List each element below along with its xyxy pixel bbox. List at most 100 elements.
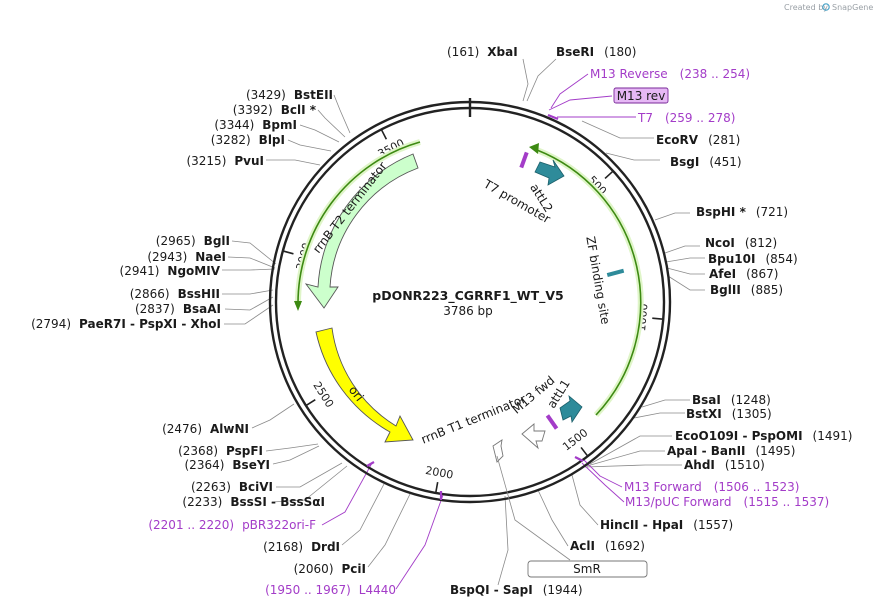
features: rrnB T2 terminator ori attL2 T7 promoter… [294, 139, 648, 578]
site-bspqi[interactable]: BspQI - SapI(1944) [450, 583, 583, 597]
site-ecorv[interactable]: EcoRV(281) [656, 133, 740, 147]
plasmid-length: 3786 bp [443, 304, 493, 318]
site-pos: (2943) [147, 250, 187, 264]
site-xbai[interactable]: (161)XbaI [447, 45, 518, 59]
site-name: NcoI [705, 236, 735, 250]
bp-tick-2000 [434, 481, 439, 494]
site-name: EcoO109I - PspOMI [675, 429, 803, 443]
site-bsphi[interactable]: BspHI * (721) [696, 205, 788, 219]
site-name: PvuI [234, 154, 264, 168]
credit-prefix: Created by [784, 3, 828, 12]
site-name: NgoMIV [167, 264, 220, 278]
site-bsai[interactable]: BsaI(1248) [692, 393, 771, 407]
primer-t7[interactable]: T7(259 .. 278) [637, 111, 735, 125]
site-ngomiv[interactable]: (2941)NgoMIV [120, 264, 221, 278]
site-drdi[interactable]: (2168)DrdI [263, 540, 340, 554]
site-paer7i[interactable]: (2794)PaeR7I - PspXI - XhoI [31, 317, 221, 331]
primer-labels: M13 Reverse(238 .. 254) M13 rev T7(259 .… [148, 67, 829, 597]
site-name: BpmI [262, 118, 297, 132]
site-bseyi[interactable]: (2364)BseYI [185, 458, 271, 472]
site-bsshii[interactable]: (2866)BssHII [130, 287, 220, 301]
site-afei[interactable]: AfeI(867) [709, 267, 778, 281]
primer-name: L4440 [359, 583, 396, 597]
site-name: PciI [342, 562, 367, 576]
primer-range: (2201 .. 2220) [148, 518, 234, 532]
site-pos: (281) [708, 133, 740, 147]
site-pos: (867) [746, 267, 778, 281]
site-pos: (721) [756, 205, 788, 219]
orf-arc-right-arrowhead [529, 143, 539, 154]
site-bsaai[interactable]: (2837)BsaAI [135, 302, 221, 316]
site-pos: (2364) [185, 458, 225, 472]
site-name: BspQI - SapI [450, 583, 533, 597]
restriction-sites-right: (161)XbaI BseRI(180) EcoRV(281) BsgI (451… [447, 45, 852, 553]
primer-name: pBR322ori-F [242, 518, 316, 532]
rrnb-t2-terminator-label: SmR [573, 562, 601, 576]
site-bpu10i[interactable]: Bpu10I(854) [708, 252, 798, 266]
zf-binding-site-mark [606, 268, 625, 278]
site-name: DrdI [311, 540, 340, 554]
site-pos: (3344) [214, 118, 254, 132]
site-bglii[interactable]: BglII (885) [710, 283, 783, 297]
primer-name: M13 Forward [624, 480, 702, 494]
orf-arc-left [297, 141, 421, 306]
rrnb-t1-terminator-label: rrnB T1 terminator [419, 392, 528, 447]
orf-arc-right-glow [535, 147, 644, 418]
primer-m13-puc-forward[interactable]: M13/pUC Forward(1515 .. 1537) [625, 495, 829, 509]
m13-rev-box-label: M13 rev [617, 89, 666, 103]
site-name: BstXI [686, 407, 722, 421]
plasmid-name: pDONR223_CGRRF1_WT_V5 [372, 288, 564, 304]
site-bpmi[interactable]: (3344) BpmI [214, 118, 297, 132]
site-name: ApaI - BanII [667, 444, 746, 458]
site-name: BclI * [281, 103, 317, 117]
primer-m13-forward[interactable]: M13 Forward(1506 .. 1523) [624, 480, 799, 494]
site-naei[interactable]: (2943)NaeI [147, 250, 226, 264]
primer-l4440[interactable]: (1950 .. 1967)L4440 [265, 583, 396, 597]
site-name: BspHI * [696, 205, 747, 219]
m13-rev-box[interactable] [613, 87, 669, 104]
site-bsgi[interactable]: BsgI (451) [670, 155, 742, 169]
site-pos: (451) [709, 155, 741, 169]
site-alwni[interactable]: (2476)AlwNI [162, 422, 249, 436]
bp-tick-label-2000: 2000 [424, 464, 454, 482]
site-name: HincII - HpaI [600, 518, 683, 532]
site-bstxi[interactable]: BstXI(1305) [686, 407, 772, 421]
site-ecoo109i[interactable]: EcoO109I - PspOMI (1491) [675, 429, 852, 443]
primer-leader-lines [321, 73, 636, 590]
site-blpi[interactable]: (3282)BlpI [211, 133, 285, 147]
site-pos: (2837) [135, 302, 175, 316]
site-name: BsgI [670, 155, 699, 169]
site-pos: (3429) [246, 88, 286, 102]
snapgene-credit: Created by SnapGene [784, 3, 873, 12]
site-hincii[interactable]: HincII - HpaI (1557) [600, 518, 733, 532]
site-ncoi[interactable]: NcoI(812) [705, 236, 777, 250]
site-bsteii[interactable]: (3429)BstEII [246, 88, 333, 102]
rrnb-t1-terminator-arrow [521, 423, 546, 450]
site-bsssi[interactable]: (2233)BssSI - BssSαI [182, 495, 325, 509]
site-apai[interactable]: ApaI - BanII(1495) [667, 444, 795, 458]
rrnb-t2-leader-line [496, 455, 571, 561]
site-pos: (2794) [31, 317, 71, 331]
site-pcii[interactable]: (2060)PciI [294, 562, 366, 576]
site-pos: (1692) [605, 539, 645, 553]
bp-tick-1500 [580, 446, 589, 457]
site-pvui[interactable]: (3215)PvuI [186, 154, 264, 168]
site-pspfi[interactable]: (2368)PspFI [178, 444, 263, 458]
primer-marks [366, 113, 584, 500]
site-bcivi[interactable]: (2263)BciVI [191, 480, 273, 494]
primer-m13-reverse[interactable]: M13 Reverse(238 .. 254) [590, 67, 750, 81]
site-pos: (1557) [693, 518, 733, 532]
site-pos: (885) [751, 283, 783, 297]
site-pos: (1491) [813, 429, 853, 443]
site-ahdi[interactable]: AhdI(1510) [684, 458, 765, 472]
orf-arc-right [536, 149, 642, 416]
primer-name: M13 Reverse [590, 67, 668, 81]
site-name: BglII [710, 283, 741, 297]
site-name: BsaI [692, 393, 721, 407]
site-bcli[interactable]: (3392)BclI * [233, 103, 317, 117]
primer-pbr322ori-f[interactable]: (2201 .. 2220) pBR322ori-F [148, 518, 316, 532]
site-bgli[interactable]: (2965)BglI [156, 234, 230, 248]
site-acli[interactable]: AclI(1692) [570, 539, 645, 553]
site-bseri[interactable]: BseRI(180) [556, 45, 636, 59]
m13-fwd-mark [545, 414, 559, 430]
